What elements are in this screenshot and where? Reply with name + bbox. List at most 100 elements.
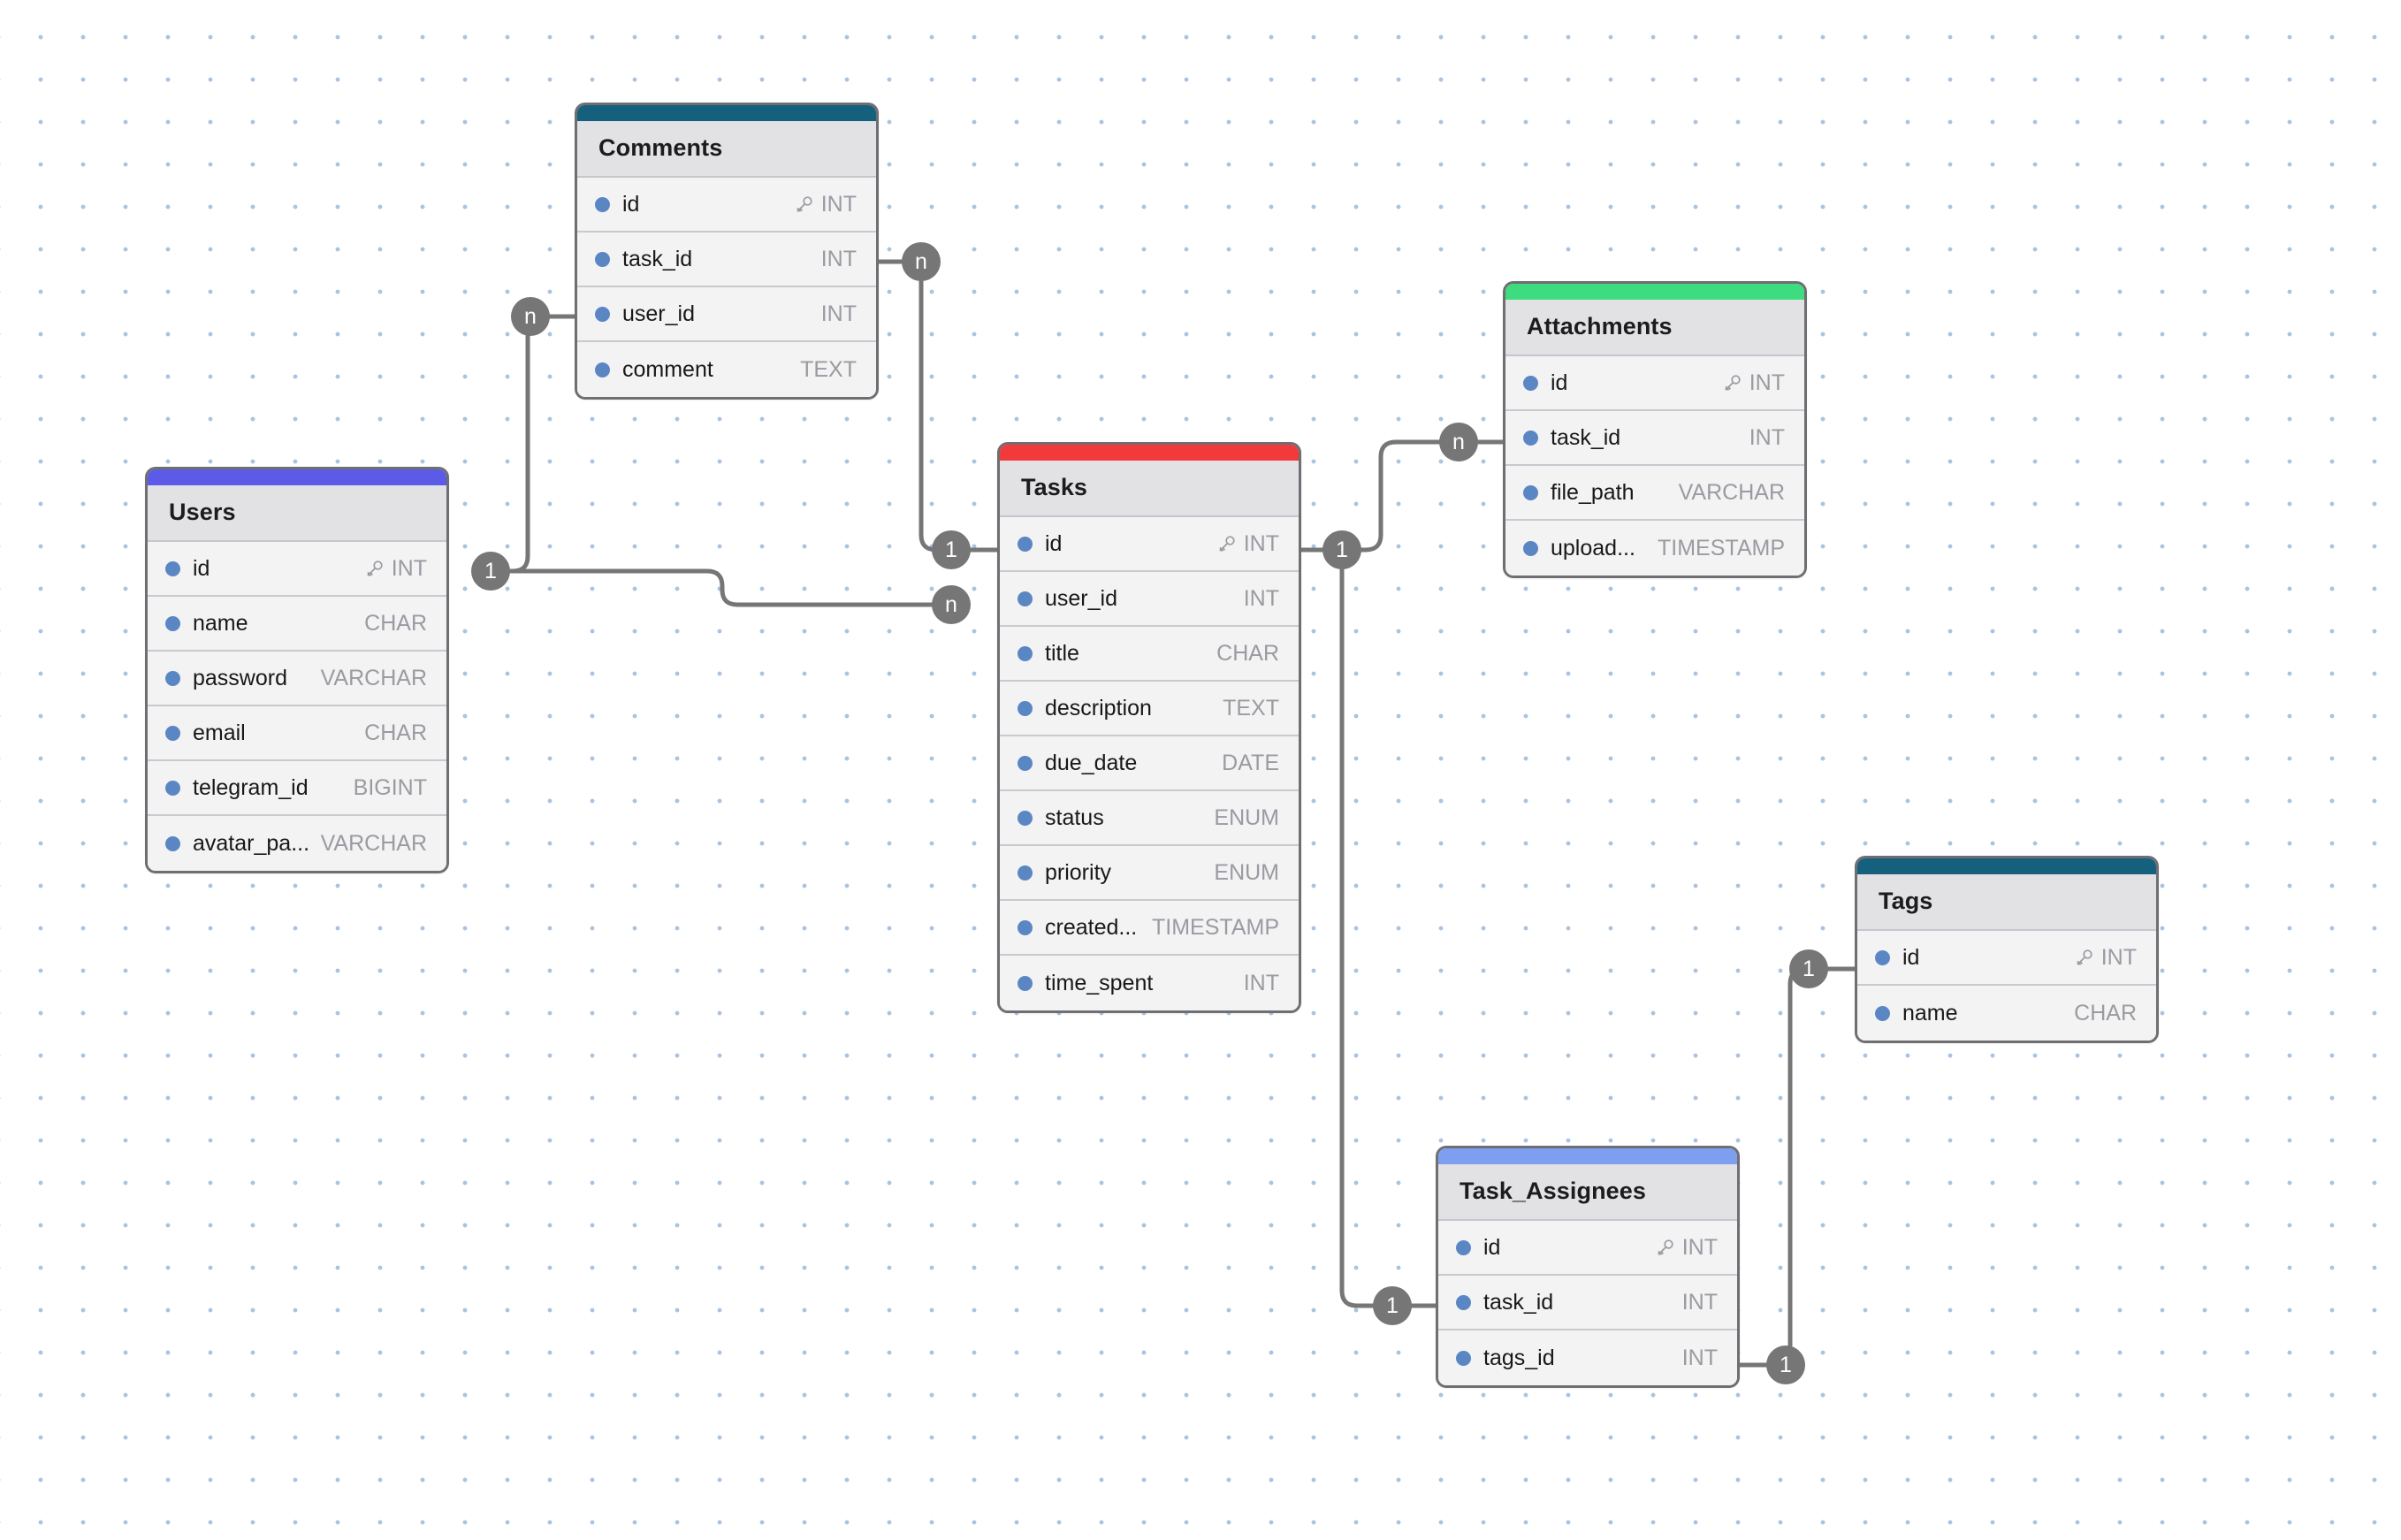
- field-name: password: [193, 665, 287, 690]
- field-name: name: [1902, 1000, 1958, 1025]
- cardinality-badge-n[interactable]: n: [1439, 423, 1478, 461]
- table-row[interactable]: created...TIMESTAMP: [1000, 901, 1299, 956]
- primary-key-indicator: [2074, 947, 2101, 968]
- cardinality-badge-1[interactable]: 1: [1322, 530, 1361, 569]
- relationship-edge-tasks-task_assignees[interactable]: [1339, 563, 1438, 1308]
- field-name: title: [1045, 640, 1079, 666]
- field-type: INT: [1681, 1345, 1718, 1370]
- field-bullet-icon: [1456, 1239, 1471, 1255]
- field-name: user_id: [1045, 585, 1117, 611]
- table-accent-bar: [1438, 1148, 1737, 1164]
- field-bullet-icon: [1875, 1005, 1890, 1021]
- field-bullet-icon: [1018, 536, 1033, 552]
- field-type: VARCHAR: [1678, 479, 1785, 505]
- cardinality-badge-n[interactable]: n: [902, 242, 941, 281]
- field-bullet-icon: [595, 251, 610, 267]
- field-name: comment: [622, 356, 713, 382]
- primary-key-indicator: [364, 558, 392, 579]
- field-bullet-icon: [1018, 755, 1033, 771]
- field-bullet-icon: [1018, 865, 1033, 881]
- field-name: name: [193, 610, 248, 636]
- table-title: Task_Assignees: [1438, 1164, 1737, 1221]
- table-row[interactable]: avatar_pa...VARCHAR: [148, 816, 446, 871]
- cardinality-badge-1[interactable]: 1: [1789, 949, 1828, 988]
- table-row[interactable]: email CHAR: [148, 706, 446, 761]
- field-type: CHAR: [364, 720, 427, 745]
- cardinality-badge-n[interactable]: n: [511, 297, 550, 336]
- table-row[interactable]: upload...TIMESTAMP: [1505, 521, 1804, 576]
- field-name: id: [1902, 944, 1920, 970]
- cardinality-badge-1[interactable]: 1: [1373, 1286, 1412, 1325]
- field-type: INT: [820, 246, 857, 271]
- field-bullet-icon: [1523, 484, 1538, 500]
- field-type: BIGINT: [353, 774, 427, 800]
- field-bullet-icon: [595, 306, 610, 322]
- field-bullet-icon: [1523, 540, 1538, 556]
- field-name: description: [1045, 695, 1152, 720]
- table-row[interactable]: tags_id INT: [1438, 1330, 1737, 1385]
- field-name: status: [1045, 804, 1104, 830]
- field-bullet-icon: [165, 835, 180, 851]
- primary-key-icon: [1658, 1239, 1673, 1255]
- table-row[interactable]: telegram_id BIGINT: [148, 761, 446, 816]
- field-name: tags_id: [1483, 1345, 1555, 1370]
- cardinality-badge-1[interactable]: 1: [1766, 1346, 1805, 1384]
- field-bullet-icon: [1523, 375, 1538, 391]
- relationship-edge-users-tasks[interactable]: [488, 568, 954, 607]
- primary-key-indicator: [1655, 1237, 1682, 1258]
- field-type: INT: [820, 301, 857, 326]
- cardinality-badge-1[interactable]: 1: [932, 530, 971, 569]
- cardinality-badge-n[interactable]: n: [932, 585, 971, 624]
- field-name: id: [1045, 530, 1063, 556]
- field-type: INT: [1749, 424, 1785, 450]
- field-name: email: [193, 720, 246, 745]
- field-type: TIMESTAMP: [1658, 535, 1785, 560]
- table-row[interactable]: id INT: [1438, 1221, 1737, 1276]
- field-name: created...: [1045, 914, 1138, 940]
- field-bullet-icon: [165, 560, 180, 576]
- table-row[interactable]: task_id INT: [1438, 1276, 1737, 1330]
- cardinality-badge-1[interactable]: 1: [471, 552, 510, 591]
- relationship-edge-users-comments[interactable]: [488, 314, 577, 574]
- primary-key-indicator: [1216, 533, 1244, 554]
- relationship-edge-comments-tasks[interactable]: [876, 259, 1000, 553]
- field-type: INT: [1749, 370, 1785, 395]
- field-name: task_id: [1483, 1289, 1554, 1315]
- field-name: telegram_id: [193, 774, 309, 800]
- field-type: INT: [1681, 1234, 1718, 1260]
- field-type: INT: [1681, 1289, 1718, 1315]
- field-type: VARCHAR: [320, 830, 427, 856]
- relationship-edge-tags-task_assignees[interactable]: [1737, 966, 1857, 1368]
- field-name: id: [1483, 1234, 1501, 1260]
- table-accent-bar: [1857, 858, 2156, 874]
